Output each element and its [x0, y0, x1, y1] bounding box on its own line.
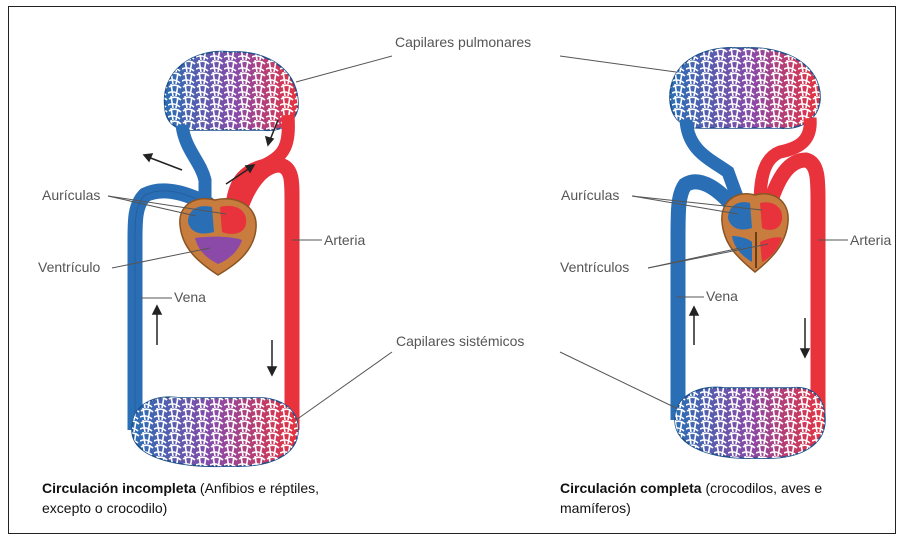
right-label-ventricles: Ventrículos [560, 259, 629, 275]
left-systemic-artery [240, 165, 292, 430]
right-diagram [670, 48, 825, 459]
right-caption-bold: Circulación completa [560, 480, 702, 496]
right-label-vein: Vena [706, 288, 738, 304]
right-flow-arrows [690, 307, 809, 357]
left-caption-line1: (Anfibios e réptiles, [196, 480, 319, 496]
label-systemic-capillaries: Capilares sistémicos [396, 333, 524, 349]
left-label-vein: Vena [174, 289, 206, 305]
right-label-artery: Arteria [850, 232, 891, 248]
right-caption-line1: (crocodilos, aves e [702, 480, 823, 496]
right-heart [722, 194, 788, 272]
left-heart [180, 199, 256, 275]
right-caption: Circulación completa (crocodilos, aves e… [560, 478, 822, 518]
right-pulmonary-capillaries [670, 48, 820, 129]
right-caption-line2: mamíferos) [560, 498, 822, 518]
label-pulmonary-capillaries: Capilares pulmonares [395, 34, 531, 50]
right-label-atria: Aurículas [561, 187, 619, 203]
left-pulmonary-capillaries [165, 52, 299, 131]
left-label-ventricle: Ventrículo [38, 259, 100, 275]
right-systemic-capillaries [675, 387, 825, 458]
left-systemic-capillaries [132, 397, 298, 466]
left-caption-bold: Circulación incompleta [42, 480, 196, 496]
left-label-artery: Arteria [324, 232, 365, 248]
left-label-atria: Aurículas [42, 187, 100, 203]
left-caption: Circulación incompleta (Anfibios e répti… [42, 478, 319, 518]
left-caption-line2: excepto o crocodilo) [42, 498, 319, 518]
